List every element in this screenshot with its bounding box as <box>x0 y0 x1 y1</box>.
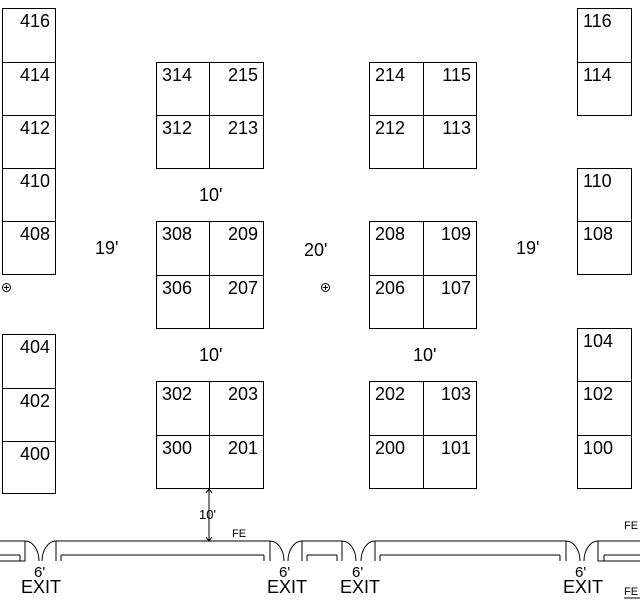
booth-412[interactable]: 412 <box>2 115 56 169</box>
booth-207[interactable]: 207 <box>209 275 264 329</box>
booth-number: 203 <box>227 384 258 404</box>
booth-number: 412 <box>19 118 50 138</box>
aisle-dimension-cross-top: 10' <box>199 185 223 205</box>
booth-number: 115 <box>442 65 471 85</box>
booth-416[interactable]: 416 <box>2 8 56 63</box>
exit-label: EXIT <box>563 577 604 597</box>
exit-width-label: 6' <box>352 564 364 581</box>
booth-101[interactable]: 101 <box>423 435 477 489</box>
exit-width-label: 6' <box>575 564 587 581</box>
booth-109[interactable]: 109 <box>423 221 477 276</box>
booth-number: 207 <box>227 278 258 298</box>
booth-number: 214 <box>375 65 406 85</box>
booth-404[interactable]: 404 <box>2 334 56 389</box>
booth-number: 308 <box>162 224 193 244</box>
booth-314[interactable]: 314 <box>156 62 210 116</box>
booth-number: 410 <box>19 171 50 191</box>
booth-115[interactable]: 115 <box>423 62 477 116</box>
booth-number: 201 <box>227 438 258 458</box>
booth-number: 408 <box>19 224 50 244</box>
booth-number: 402 <box>19 391 50 411</box>
booth-number: 107 <box>440 278 471 298</box>
aisle-dimension-cross-bottom-left: 10' <box>199 345 223 365</box>
pillar-icon <box>321 283 330 292</box>
booth-number: 103 <box>440 384 471 404</box>
booth-number: 212 <box>375 118 406 138</box>
booth-number: 104 <box>583 331 614 351</box>
booth-113[interactable]: 113 <box>423 115 477 169</box>
booth-209[interactable]: 209 <box>209 221 264 276</box>
booth-203[interactable]: 203 <box>209 381 264 436</box>
booth-number: 100 <box>583 438 614 458</box>
aisle-dimension-right: 19' <box>516 238 540 258</box>
booth-number: 306 <box>162 278 193 298</box>
exit-width-label: 6' <box>279 564 291 581</box>
booth-number: 202 <box>375 384 406 404</box>
entrance-dimension: 10' <box>199 507 216 522</box>
booth-number: 302 <box>162 384 193 404</box>
booth-213[interactable]: 213 <box>209 115 264 169</box>
booth-number: 414 <box>19 65 50 85</box>
booth-number: 109 <box>440 224 471 244</box>
booth-number: 113 <box>442 118 471 138</box>
fire-extinguisher-label: FE <box>232 528 247 540</box>
booth-number: 314 <box>162 65 193 85</box>
booth-number: 102 <box>583 384 614 404</box>
booth-number: 400 <box>19 444 50 464</box>
booth-number: 101 <box>440 438 471 458</box>
booth-302[interactable]: 302 <box>156 381 210 436</box>
exit-label: EXIT <box>340 577 381 597</box>
booth-104[interactable]: 104 <box>577 328 632 382</box>
exit-label: EXIT <box>267 577 308 597</box>
booth-300[interactable]: 300 <box>156 435 210 489</box>
booth-212[interactable]: 212 <box>369 115 424 169</box>
booth-312[interactable]: 312 <box>156 115 210 169</box>
booth-number: 213 <box>227 118 258 138</box>
exit-label: EXIT <box>21 577 62 597</box>
fire-extinguisher-label: FE <box>624 520 639 532</box>
booth-number: 208 <box>375 224 406 244</box>
booth-201[interactable]: 201 <box>209 435 264 489</box>
booth-100[interactable]: 100 <box>577 435 632 489</box>
booth-400[interactable]: 400 <box>2 441 56 494</box>
booth-number: 206 <box>375 278 406 298</box>
booth-114[interactable]: 114 <box>577 62 632 116</box>
booth-number: 209 <box>227 224 258 244</box>
booth-number: 110 <box>583 171 612 191</box>
booth-number: 416 <box>19 11 50 31</box>
aisle-dimension-left: 19' <box>95 238 119 258</box>
booth-402[interactable]: 402 <box>2 388 56 442</box>
booth-215[interactable]: 215 <box>209 62 264 116</box>
booth-number: 116 <box>583 11 612 31</box>
booth-202[interactable]: 202 <box>369 381 424 436</box>
booth-number: 300 <box>162 438 193 458</box>
booth-200[interactable]: 200 <box>369 435 424 489</box>
booth-308[interactable]: 308 <box>156 221 210 276</box>
booth-number: 200 <box>375 438 406 458</box>
booth-110[interactable]: 110 <box>577 168 632 222</box>
booth-206[interactable]: 206 <box>369 275 424 329</box>
exit-width-label: 6' <box>34 564 46 581</box>
booth-number: 108 <box>583 224 614 244</box>
aisle-dimension-cross-bottom-right: 10' <box>413 345 437 365</box>
fire-extinguisher-label: FE <box>624 586 639 598</box>
booth-number: 114 <box>583 65 612 85</box>
aisle-dimension-center: 20' <box>304 240 328 260</box>
booth-number: 312 <box>162 118 193 138</box>
booth-408[interactable]: 408 <box>2 221 56 275</box>
booth-108[interactable]: 108 <box>577 221 632 275</box>
booth-number: 404 <box>19 337 50 357</box>
booth-107[interactable]: 107 <box>423 275 477 329</box>
pillar-icon <box>2 283 11 292</box>
booth-number: 215 <box>227 65 258 85</box>
